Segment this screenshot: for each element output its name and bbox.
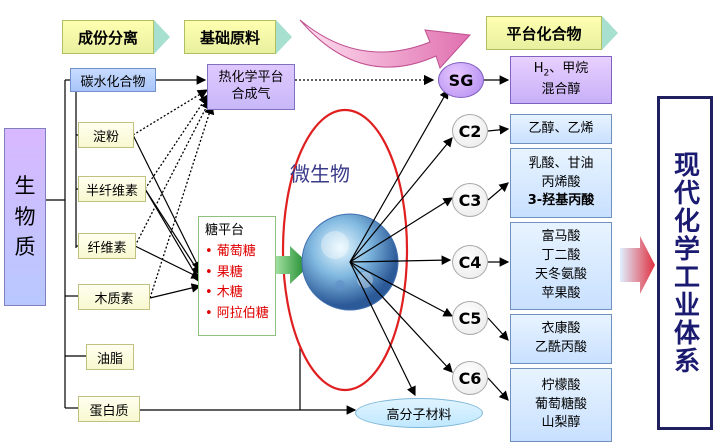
product-item: 苹果酸 <box>541 285 581 301</box>
header-arrow-tip <box>602 16 618 50</box>
product-item: 天冬氨酸 <box>534 267 587 282</box>
product-c6: 柠檬酸 葡萄糖酸 山梨醇 <box>510 368 612 442</box>
product-c5: 衣康酸 乙酰丙酸 <box>510 314 612 364</box>
sugar-item: • 阿拉伯糖 <box>205 306 269 322</box>
node-c3: C3 <box>452 183 488 217</box>
node-c4: C4 <box>452 245 488 279</box>
node-c5: C5 <box>452 301 488 335</box>
source-cellulose: 纤维素 <box>78 233 136 259</box>
product-c3: 乳酸、甘油 丙烯酸 3-羟基丙酸 <box>510 148 612 218</box>
source-lignin: 木质素 <box>78 284 150 310</box>
source-hemicellulose: 半纤维素 <box>78 176 146 202</box>
sugar-item: • 木糖 <box>205 285 243 301</box>
source-oil: 油脂 <box>86 344 134 370</box>
product-sg-line2: 混合醇 <box>541 81 581 97</box>
source-protein: 蛋白质 <box>78 396 140 422</box>
product-sg-line1: H2、甲烷 <box>533 61 589 79</box>
green-arrow <box>276 246 310 284</box>
polymer-materials: 高分子材料 <box>355 398 483 428</box>
product-item: 富马酸 <box>541 229 581 245</box>
product-c4: 富马酸 丁二酸 天冬氨酸 苹果酸 <box>510 222 612 310</box>
modern-chemical-industry-box: 现代化学工业体系 <box>657 96 713 430</box>
thermo-line2: 合成气 <box>231 87 271 102</box>
product-item: 丙烯酸 <box>541 174 581 190</box>
header-arrow-tip <box>276 20 292 54</box>
node-c2: C2 <box>452 114 488 148</box>
product-item: 丁二酸 <box>541 248 581 264</box>
microbe-ellipse <box>281 108 409 392</box>
curved-arrow <box>299 19 472 69</box>
sugar-item: • 果糖 <box>205 264 243 280</box>
product-item: 乙酰丙酸 <box>534 340 587 355</box>
header-arrow-tip <box>154 20 170 54</box>
product-item: 乳酸、甘油 <box>528 155 594 171</box>
product-item: 柠檬酸 <box>541 377 581 393</box>
source-carbohydrate: 碳水化合物 <box>70 68 156 92</box>
biomass-box: 生 物 质 <box>4 128 46 306</box>
sugar-item: • 葡萄糖 <box>205 243 256 259</box>
biomass-char: 生 <box>14 174 36 199</box>
header-composition: 成份分离 <box>62 20 154 54</box>
thermo-line1: 热化学平台 <box>218 70 284 86</box>
source-starch: 淀粉 <box>78 122 134 148</box>
microbe-label: 微生物 <box>290 162 350 186</box>
product-item: 葡萄糖酸 <box>534 396 587 412</box>
biomass-char: 物 <box>14 204 36 229</box>
node-sg: SG <box>438 62 484 98</box>
header-raw-material: 基础原料 <box>184 20 276 54</box>
header-platform-compounds: 平台化合物 <box>486 16 602 50</box>
sugar-title: 糖平台 <box>205 223 245 238</box>
product-item: 山梨醇 <box>541 415 581 431</box>
product-item: 衣康酸 <box>541 321 581 337</box>
product-item: 3-羟基丙酸 <box>527 193 595 209</box>
thermochemical-platform-box: 热化学平台 合成气 <box>207 64 295 110</box>
sugar-platform-box: 糖平台 • 葡萄糖 • 果糖 • 木糖 • 阿拉伯糖 <box>198 216 276 336</box>
pink-arrow-to-modern <box>620 236 655 294</box>
product-sg: H2、甲烷 混合醇 <box>510 56 612 104</box>
biomass-char: 质 <box>14 235 36 260</box>
product-c2: 乙醇、乙烯 <box>510 114 612 144</box>
node-c6: C6 <box>452 361 488 395</box>
product-item: 乙醇、乙烯 <box>528 120 594 136</box>
